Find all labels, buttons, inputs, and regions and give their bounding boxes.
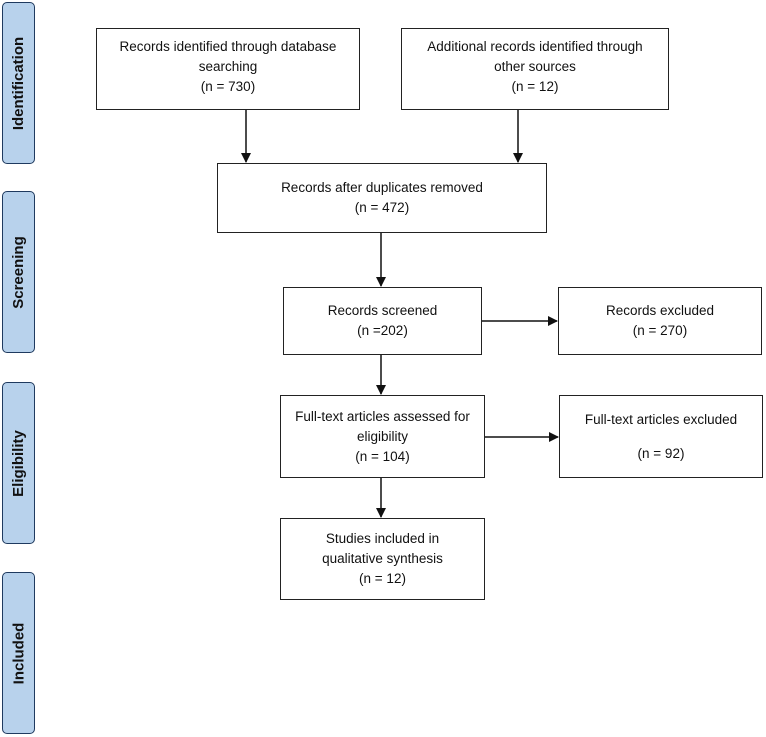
box-database-count: (n = 730) xyxy=(200,79,256,94)
box-studies-included: Studies included in qualitative synthesi… xyxy=(280,518,485,600)
box-database-line2: searching xyxy=(198,59,258,74)
box-fulltext-count: (n = 104) xyxy=(355,448,410,464)
box-other-records: Additional records identified through ot… xyxy=(401,28,669,110)
box-fulltext-excluded: Full-text articles excluded (n = 92) xyxy=(559,395,763,478)
box-excluded-line1: Records excluded xyxy=(605,303,715,318)
box-other-line2: other sources xyxy=(494,59,576,74)
box-fulltext-line1: Full-text articles assessed for xyxy=(295,408,470,424)
box-other-count: (n = 12) xyxy=(511,79,559,94)
box-included-line1: Studies included in xyxy=(325,531,440,546)
stage-screening: Screening xyxy=(2,191,35,353)
box-fulltext-line2: eligibility xyxy=(356,428,409,444)
box-screened-count: (n =202) xyxy=(357,323,408,338)
box-after-duplicates: Records after duplicates removed (n = 47… xyxy=(217,163,547,233)
stage-included: Included xyxy=(2,572,35,734)
box-fulltext-assessed: Full-text articles assessed for eligibil… xyxy=(280,395,485,478)
box-fulltext-excluded-line1: Full-text articles excluded xyxy=(584,411,738,427)
box-screened-line1: Records screened xyxy=(327,303,438,318)
stage-identification: Identification xyxy=(2,2,35,164)
box-excluded-count: (n = 270) xyxy=(632,323,688,338)
stage-eligibility: Eligibility xyxy=(2,382,35,544)
box-database-records: Records identified through database sear… xyxy=(96,28,360,110)
box-duplicates-line1: Records after duplicates removed xyxy=(281,180,483,195)
box-other-line1: Additional records identified through xyxy=(427,39,643,54)
box-duplicates-count: (n = 472) xyxy=(354,200,410,215)
box-records-screened: Records screened (n =202) xyxy=(283,287,482,355)
box-included-count: (n = 12) xyxy=(359,571,406,586)
box-fulltext-excluded-count: (n = 92) xyxy=(637,445,685,461)
box-records-excluded: Records excluded (n = 270) xyxy=(558,287,762,355)
box-database-line1: Records identified through database xyxy=(119,39,337,54)
box-included-line2: qualitative synthesis xyxy=(322,551,443,566)
